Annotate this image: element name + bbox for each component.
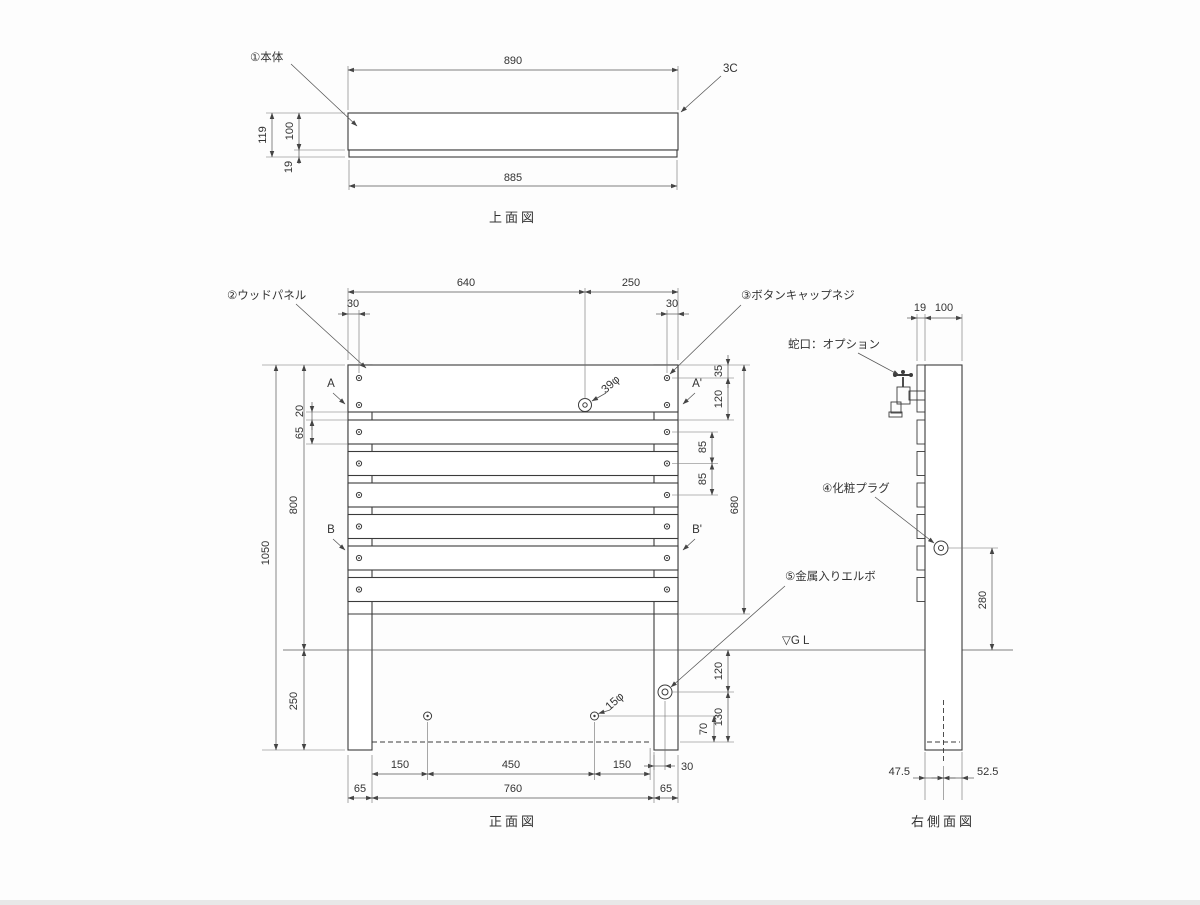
dim-15-dia: 15φ [603,691,626,713]
section-marker-a2: A' [692,378,702,390]
dim-height-total: 119 [257,126,269,144]
callout-body-label: ①本体 [250,50,284,64]
dim-30-right: 30 [666,298,678,310]
dim-250-left: 250 [288,692,300,710]
front-view: A A' B B' 640 250 30 30 [227,277,1013,829]
dim-450: 450 [502,759,520,771]
top-view: 890 885 119 100 19 ①本体 3C 上面図 [250,50,738,225]
dim-height-body: 100 [284,122,296,140]
post-outline [924,364,963,751]
wood-board [347,419,679,445]
top-view-title: 上面図 [489,210,537,225]
dim-280: 280 [977,591,989,609]
section-marker-b2: B' [692,524,702,536]
metal-elbow [657,684,673,700]
panel-edge-sections [916,364,926,602]
dim-top-width: 890 [504,55,522,67]
dim-47-5: 47.5 [889,766,910,778]
large-screw-39 [578,398,592,412]
section-marker-a: A [327,378,335,390]
side-view-title: 右側面図 [911,814,975,829]
dim-52-5: 52.5 [977,766,998,778]
wood-board [347,545,679,571]
callout-faucet: 蛇口：オプション [788,337,880,351]
body-lip [348,149,678,158]
callout-metal-elbow: ⑤金属入りエルボ [785,569,876,583]
ground-line-label: ▽G L [782,635,810,647]
dim-100-post: 100 [935,302,953,314]
callout-button-cap-screw: ③ボタンキャップネジ [741,289,855,302]
dim-85-a: 85 [697,441,709,453]
dim-120-top: 120 [713,390,725,408]
dim-65-right: 65 [660,783,672,795]
dim-130: 130 [713,708,725,726]
wood-board [347,450,679,477]
callout-wood-panel: ②ウッドパネル [227,289,306,302]
wood-board [347,364,679,413]
section-marker-b: B [327,524,335,536]
dim-150-right: 150 [613,759,631,771]
dim-680: 680 [729,496,741,514]
decorative-plug-icon [933,540,949,556]
front-view-title: 正面図 [489,814,537,829]
callout-chamfer-label: 3C [723,63,738,75]
dim-35: 35 [713,365,725,377]
dim-800: 800 [288,496,300,514]
faucet-icon [888,370,926,418]
dim-640: 640 [457,277,475,289]
dim-bottom-width: 885 [504,172,522,184]
wood-board [347,513,679,540]
dim-height-lip: 19 [283,161,295,173]
pipe-holes-15 [423,711,599,721]
dim-760: 760 [504,783,522,795]
dim-30-elbow: 30 [681,761,693,773]
wood-board [347,482,679,508]
button-cap-screws [355,374,671,593]
wood-board [347,576,679,603]
body-outline [347,112,679,151]
dim-65-left: 65 [354,783,366,795]
dim-1050: 1050 [260,541,272,565]
dim-85-b: 85 [697,473,709,485]
dim-120-bottom: 120 [713,662,725,680]
dim-30-left: 30 [347,298,359,310]
dim-250-top: 250 [622,277,640,289]
dim-150-left: 150 [391,759,409,771]
dim-70: 70 [698,723,710,735]
callout-plug: ④化粧プラグ [822,481,890,495]
side-view: 19 100 280 47.5 52.5 蛇口：オプション ④化粧プラグ 右側面… [788,302,998,829]
dim-19-panel: 19 [914,302,926,314]
